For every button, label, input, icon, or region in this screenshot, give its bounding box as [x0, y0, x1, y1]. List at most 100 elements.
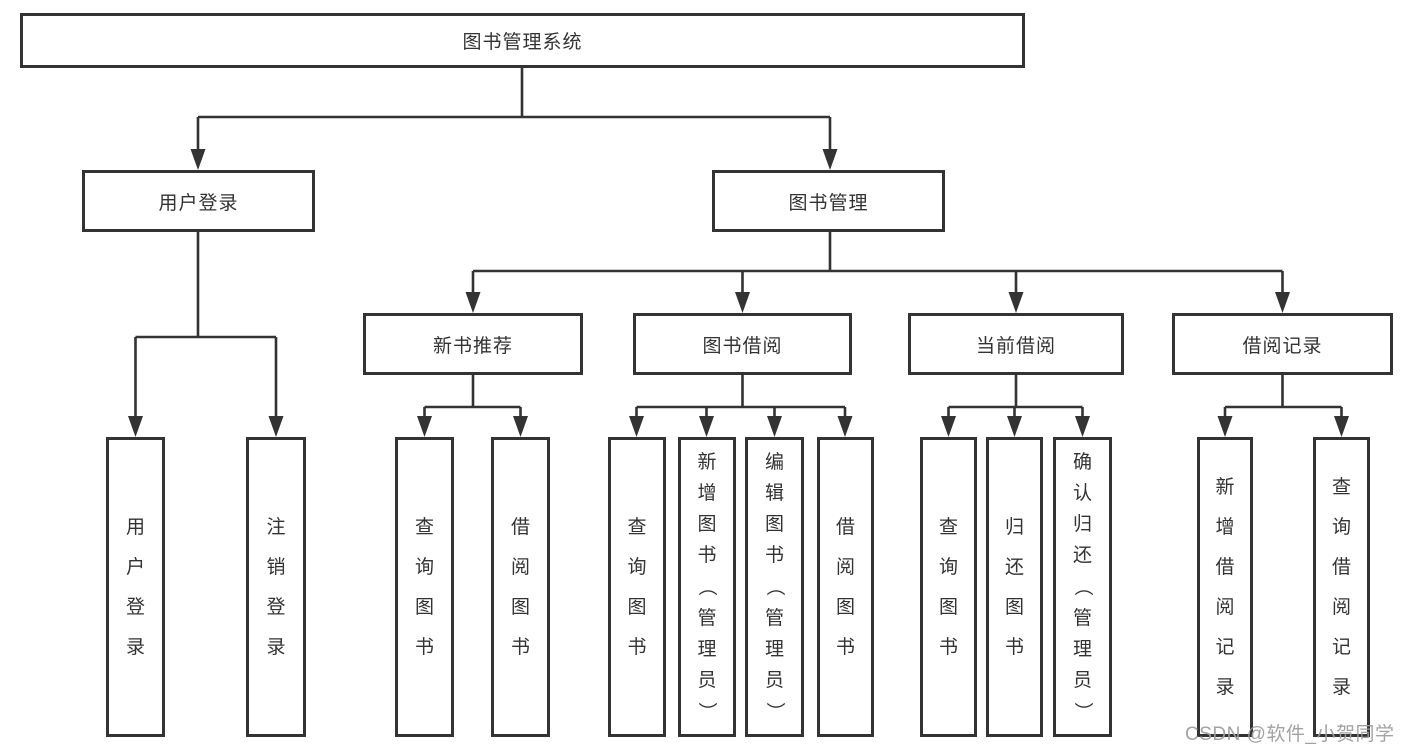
vertical-char: 图	[835, 596, 855, 618]
arrowhead	[1217, 416, 1233, 437]
node-leaf-return-books: 归还图书	[986, 437, 1043, 737]
node-label: 查询图书	[923, 440, 974, 734]
node-library-management-system: 图书管理系统	[20, 13, 1025, 68]
vertical-char: 阅	[510, 556, 530, 578]
vertical-char: 书	[835, 636, 855, 658]
arrowhead	[1275, 292, 1290, 313]
node-borrowing-records: 借阅记录	[1172, 313, 1393, 375]
vertical-char: 管	[1072, 607, 1092, 629]
node-label: 查询借阅记录	[1316, 440, 1367, 734]
vertical-char: 图	[627, 596, 647, 618]
csdn-watermark: CSDN @软件_小贺同学	[1185, 724, 1395, 745]
node-label: 借阅图书	[494, 440, 547, 734]
vertical-char: 录	[266, 636, 286, 658]
vertical-char: 书	[627, 636, 647, 658]
vertical-char: 图	[764, 514, 784, 536]
vertical-char: 录	[125, 636, 145, 658]
arrowhead	[822, 149, 838, 170]
vertical-char: 注	[266, 516, 286, 538]
node-leaf-edit-books-admin: 编辑图书（管理员）	[745, 437, 804, 737]
vertical-char: 归	[1072, 514, 1092, 536]
arrowhead	[190, 149, 206, 170]
node-label: 当前借阅	[975, 335, 1056, 357]
vertical-char: 查	[627, 516, 647, 538]
vertical-char: 图	[697, 514, 717, 536]
vertical-char: 书	[414, 636, 434, 658]
vertical-char: 还	[1072, 545, 1092, 567]
vertical-char: 管	[764, 607, 784, 629]
vertical-char: 登	[266, 596, 286, 618]
edge-user-login-to-leaves	[134, 232, 278, 417]
node-new-book-recommend: 新书推荐	[363, 313, 583, 375]
node-label: 借阅记录	[1242, 335, 1323, 357]
node-leaf-add-borrow-record: 新增借阅记录	[1197, 437, 1253, 737]
vertical-char: 增	[697, 483, 717, 505]
vertical-char: 录	[1331, 676, 1351, 698]
vertical-char: 户	[125, 556, 145, 578]
vertical-char: 员	[1072, 669, 1092, 691]
vertical-char: 图	[1004, 596, 1024, 618]
vertical-char: 阅	[835, 556, 855, 578]
vertical-char: 新	[1215, 476, 1235, 498]
vertical-char: 编	[764, 452, 784, 474]
vertical-char: 确	[1072, 452, 1092, 474]
vertical-char: 图	[938, 596, 958, 618]
vertical-char: ）	[1072, 701, 1093, 721]
node-leaf-borrow-query-books: 查询图书	[608, 437, 666, 737]
vertical-char: 还	[1004, 556, 1024, 578]
vertical-char: ）	[764, 701, 785, 721]
vertical-char: 图	[510, 596, 530, 618]
node-label: 归还图书	[989, 440, 1040, 734]
vertical-char: 员	[697, 669, 717, 691]
vertical-char: 理	[697, 638, 717, 660]
vertical-char: ）	[696, 701, 718, 721]
vertical-char: 录	[1215, 676, 1235, 698]
vertical-char: 询	[627, 556, 647, 578]
vertical-char: 记	[1215, 636, 1235, 658]
node-book-management: 图书管理	[712, 170, 945, 232]
vertical-char: （	[1072, 577, 1093, 597]
node-book-borrowing: 图书借阅	[633, 313, 852, 375]
node-leaf-borrow-books: 借阅图书	[817, 437, 874, 737]
edge-root-to-level2	[196, 68, 832, 150]
vertical-char: 查	[1331, 476, 1351, 498]
vertical-char: 查	[938, 516, 958, 538]
vertical-char: 理	[1072, 638, 1092, 660]
vertical-char: 归	[1004, 516, 1024, 538]
node-current-borrowing: 当前借阅	[908, 313, 1124, 375]
vertical-char: （	[764, 577, 785, 597]
vertical-char: 询	[938, 556, 958, 578]
vertical-char: 员	[764, 669, 784, 691]
vertical-char: 借	[835, 516, 855, 538]
arrowhead	[1007, 416, 1022, 437]
node-leaf-confirm-return-admin: 确认归还 （ 管理员 ）	[1053, 437, 1112, 737]
arrowhead	[767, 416, 782, 437]
vertical-char: 借	[510, 516, 530, 538]
vertical-char: 阅	[1331, 596, 1351, 618]
edge-book-mgmt-to-level3	[471, 232, 1284, 293]
vertical-char: 询	[414, 556, 434, 578]
vertical-char: 书	[1004, 636, 1024, 658]
edge-borrow-fan	[635, 375, 847, 417]
vertical-char: 借	[1331, 556, 1351, 578]
vertical-char: 借	[1215, 556, 1235, 578]
node-leaf-query-borrow-record: 查询借阅记录	[1313, 437, 1370, 737]
node-label: 用户登录	[158, 192, 239, 214]
arrowhead	[1008, 292, 1024, 313]
vertical-char: 管	[697, 607, 717, 629]
node-user-login: 用户登录	[82, 170, 315, 232]
arrowhead	[1075, 416, 1090, 437]
arrowhead	[699, 416, 714, 437]
node-label: 借阅图书	[820, 440, 871, 734]
node-leaf-user-login: 用户登录	[106, 437, 165, 737]
arrowhead	[837, 416, 853, 437]
vertical-char: 增	[1215, 516, 1235, 538]
node-leaf-recommend-borrow-books: 借阅图书	[491, 437, 550, 737]
arrowhead	[629, 416, 644, 437]
node-label: 新书推荐	[432, 335, 513, 357]
vertical-char: 认	[1072, 483, 1092, 505]
vertical-char: 书	[764, 545, 784, 567]
vertical-char: 辑	[764, 483, 784, 505]
